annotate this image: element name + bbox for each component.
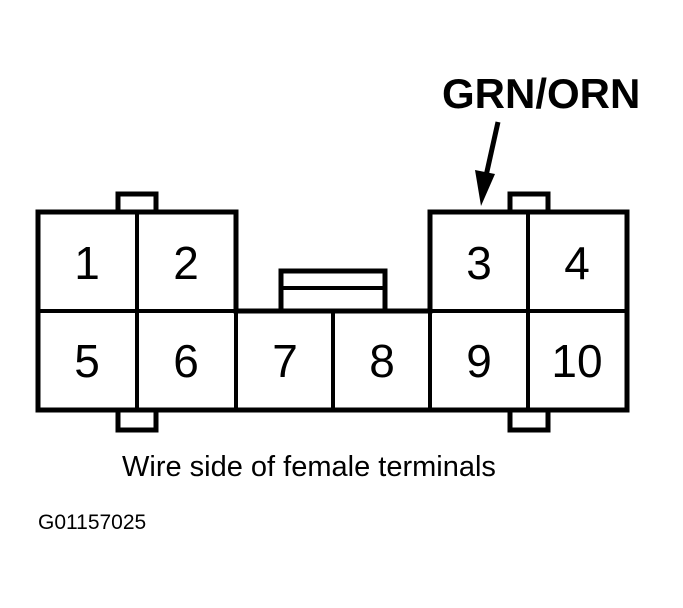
bottom-left-tab bbox=[115, 407, 159, 433]
figure-id: G01157025 bbox=[38, 511, 147, 534]
bottom-right-tab bbox=[507, 407, 551, 433]
pin-7: 7 bbox=[272, 335, 298, 387]
pin-3: 3 bbox=[466, 237, 492, 289]
pointer-arrow-head bbox=[475, 170, 495, 206]
pin-9: 9 bbox=[466, 335, 492, 387]
pin-8: 8 bbox=[369, 335, 395, 387]
pin-10: 10 bbox=[551, 335, 602, 387]
center-latch bbox=[278, 268, 388, 314]
wire-color-label: GRN/ORN bbox=[442, 70, 641, 117]
pin-4: 4 bbox=[564, 237, 590, 289]
diagram-caption: Wire side of female terminals bbox=[122, 451, 496, 483]
pin-1: 1 bbox=[74, 237, 100, 289]
pointer-arrow-shaft bbox=[483, 121, 501, 177]
pin-5: 5 bbox=[74, 335, 100, 387]
pin-6: 6 bbox=[173, 335, 199, 387]
pin-2: 2 bbox=[173, 237, 199, 289]
